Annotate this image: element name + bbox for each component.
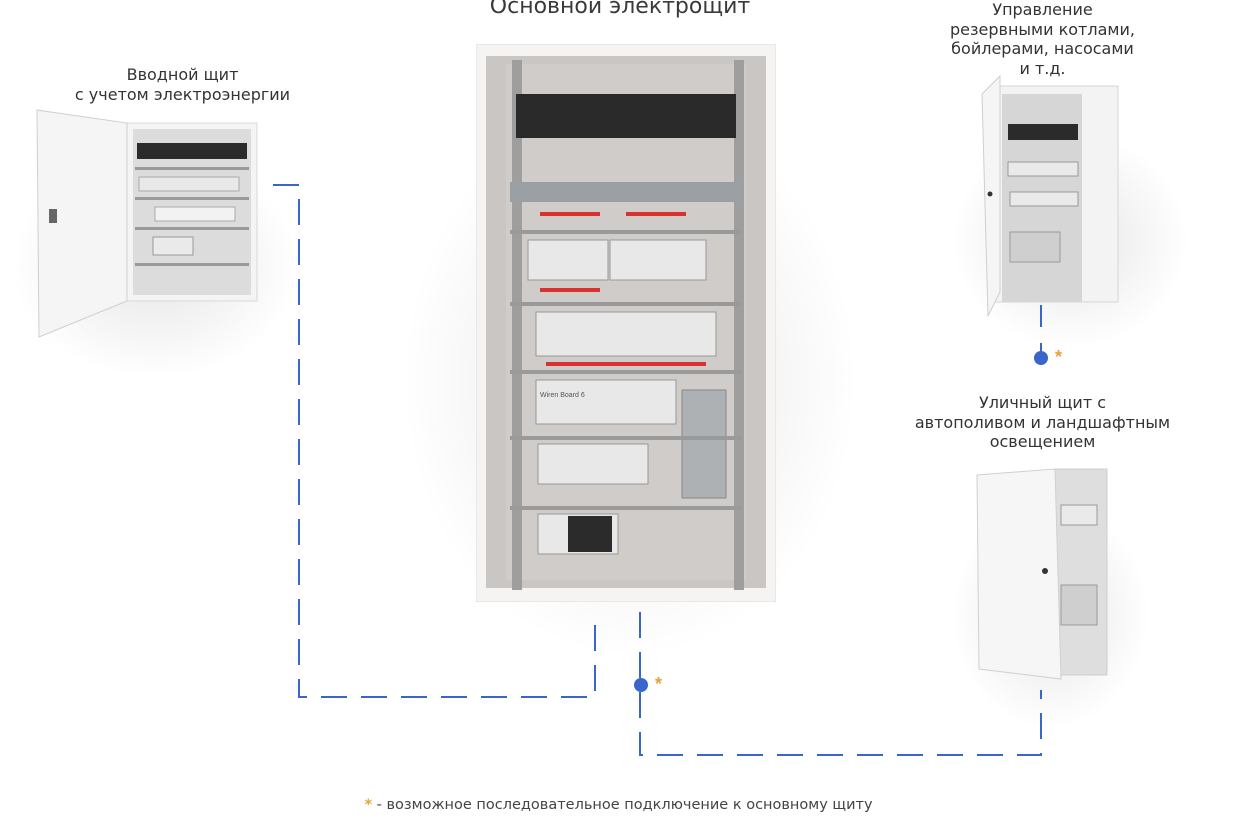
main-panel-title: Основной электрощит [489,0,751,19]
series-star-right: * [1055,347,1063,367]
input-panel-image [36,109,258,338]
controller-label: Wiren Board 6 [540,392,585,399]
input-to-main-wire [273,184,596,698]
input-panel-label: Вводной щит с учетом электроэнергии [50,65,315,104]
boiler-panel-label-line3: бойлерами, насосами [951,39,1134,58]
input-panel-label-line2: с учетом электроэнергии [74,84,291,104]
boiler-panel-label: Управление резервными котлами, бойлерами… [930,0,1155,78]
footnote: * - возможное последовательное подключен… [0,797,1237,813]
boiler-panel-label-line2: резервными котлами, [950,19,1135,39]
main-to-street-wire [639,612,1042,756]
boiler-panel-label-line1: Управление [992,0,1093,19]
street-panel-label-line2: автополивом и ландшафтным [914,412,1171,432]
series-node-right [1034,351,1048,365]
street-panel-image [976,468,1108,680]
footnote-star: * [364,797,373,813]
footnote-text: - возможное последовательное подключение… [372,797,873,813]
boiler-panel-image [981,74,1119,317]
boiler-panel-label-line4: и т.д. [1019,58,1066,78]
main-panel-image: Wiren Board 6 [476,44,776,602]
input-panel-label-line1: Вводной щит [126,65,239,84]
series-star-main: * [655,674,663,694]
series-node-main [634,678,648,692]
street-panel-label: Уличный щит с автополивом и ландшафтным … [905,393,1180,452]
street-panel-label-line3: освещением [989,432,1096,451]
street-panel-label-line1: Уличный щит с [978,393,1107,412]
